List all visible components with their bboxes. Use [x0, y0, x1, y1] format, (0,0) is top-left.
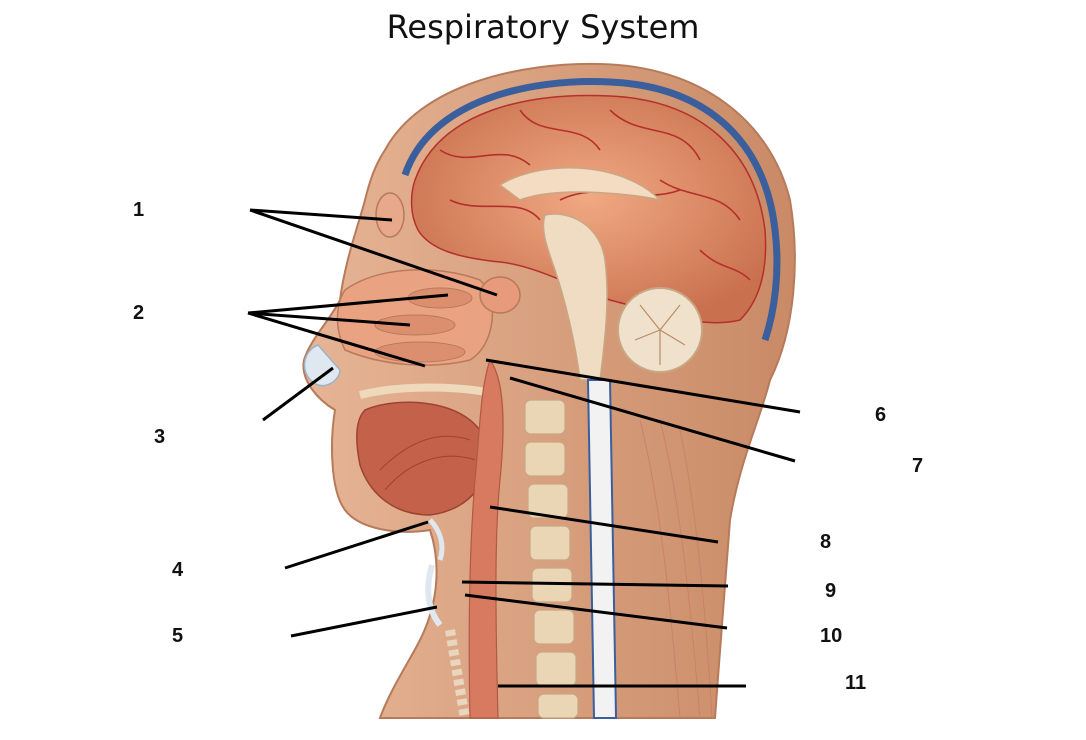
frontal-sinus [375, 192, 405, 238]
tongue [355, 401, 488, 516]
middle-concha [374, 314, 456, 336]
label-5: 5 [172, 625, 184, 647]
label-6: 6 [875, 404, 887, 426]
label-7: 7 [912, 455, 924, 477]
thyroid-cartilage [425, 564, 443, 627]
spinal-cord [586, 379, 618, 719]
label-2: 2 [133, 302, 145, 324]
epiglottis [428, 518, 445, 561]
label-10: 10 [820, 625, 843, 647]
page-title: Respiratory System [386, 8, 700, 46]
dura-membrane [401, 78, 781, 342]
label-3: 3 [154, 426, 166, 448]
nose-tip [303, 344, 341, 387]
label-11: 11 [845, 672, 867, 694]
label-9: 9 [825, 580, 837, 602]
label-8: 8 [820, 531, 832, 553]
corpus-callosum [498, 167, 663, 202]
label-4: 4 [172, 559, 184, 581]
neck-muscles [639, 419, 713, 719]
brain [410, 94, 767, 324]
vertebrae [524, 399, 579, 719]
leader-lines [247, 208, 801, 688]
pharynx [468, 358, 504, 719]
trachea [445, 629, 470, 719]
sphenoid-sinus [479, 276, 521, 314]
inferior-concha [374, 341, 466, 363]
brain-vessels [439, 109, 751, 281]
label-1: 1 [133, 199, 145, 221]
